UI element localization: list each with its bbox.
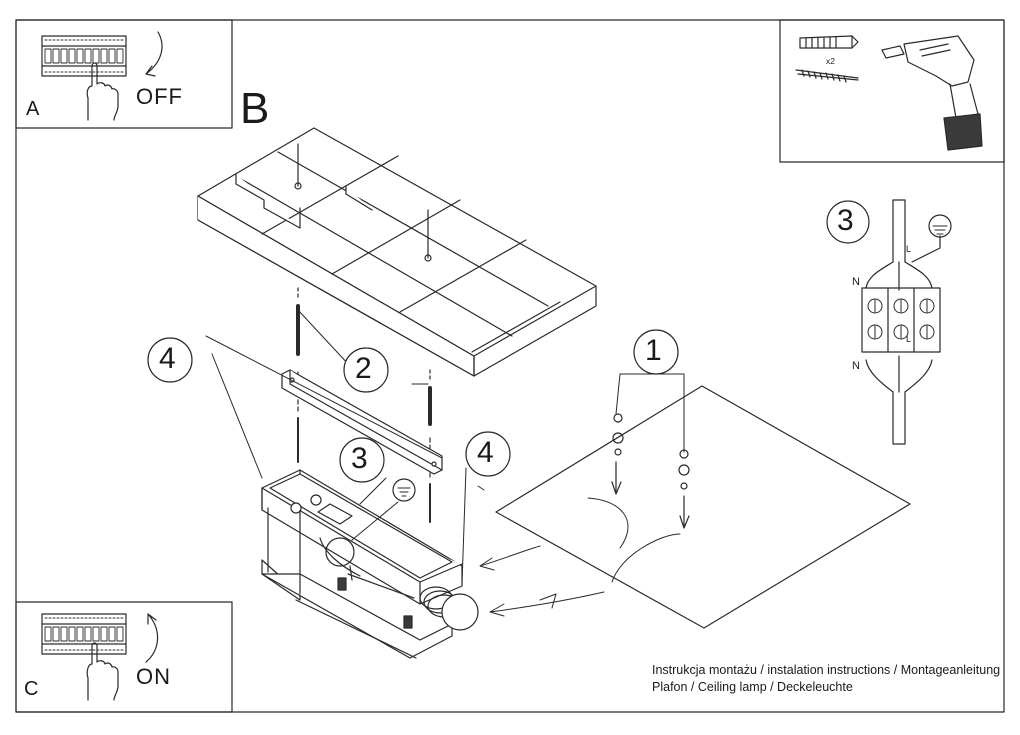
terminal-block: [861, 287, 941, 353]
breaker-panel-icon: [41, 35, 127, 77]
callout-leaders: [205, 309, 685, 585]
live-label-bottom: L: [906, 334, 912, 344]
glass-panel: [495, 385, 911, 629]
panel-b-letter: B: [240, 84, 270, 133]
outer-frame: [15, 19, 1005, 713]
lamp-socket: [319, 537, 479, 631]
bulb-icon: [419, 586, 479, 631]
callout-1-number: 1: [645, 334, 662, 367]
callout-4-left-circle: [147, 337, 193, 383]
callout-1-circle: [633, 329, 679, 375]
wall-plug-icon: [799, 35, 859, 49]
callout-4-right-circle: [465, 431, 511, 477]
panel-a: [15, 19, 233, 129]
hand-icon: [86, 642, 119, 701]
neutral-label-bottom: N: [852, 360, 860, 372]
drill-icon: [881, 35, 983, 151]
tiled-shade: [197, 127, 597, 377]
switch-off-arrow-icon: [145, 31, 163, 77]
callout-3-canopy-number: 3: [351, 442, 368, 475]
install-arrows: [479, 545, 605, 617]
caption: Instrukcja montażu / instalation instruc…: [652, 662, 1000, 696]
callout-3-canopy-circle: [339, 437, 385, 483]
on-label: ON: [136, 664, 171, 689]
ceiling-canopy: [261, 469, 463, 659]
callout-3-wiring-number: 3: [837, 204, 854, 237]
callout-3-circle-wiring: [826, 200, 870, 244]
caption-line-1: Instrukcja montażu / instalation instruc…: [652, 663, 1001, 677]
hand-icon: [86, 62, 119, 121]
callout-4-left-number: 4: [159, 342, 176, 375]
callout-2-circle: [343, 347, 389, 393]
tools-panel: [779, 19, 1005, 163]
breaker-panel-icon: [41, 613, 127, 655]
anchor-quantity: x2: [826, 56, 835, 66]
earth-icon: [928, 214, 952, 238]
panel-c: [15, 601, 233, 713]
callout-4-right-number: 4: [477, 436, 494, 469]
callout-circles: [147, 329, 679, 483]
panel-a-letter: A: [26, 98, 40, 120]
caption-line-2: Plafon / Ceiling lamp / Deckeleuchte: [652, 680, 853, 694]
screw-icon: [795, 69, 859, 83]
wiring-diagram: [826, 199, 952, 445]
live-label-top: L: [906, 244, 912, 254]
earth-icon: [392, 478, 416, 502]
switch-on-arrow-icon: [145, 613, 159, 663]
callout-2-number: 2: [355, 352, 372, 385]
panel-c-letter: C: [24, 678, 39, 700]
neutral-label-top: N: [852, 276, 860, 288]
off-label: OFF: [136, 84, 183, 109]
